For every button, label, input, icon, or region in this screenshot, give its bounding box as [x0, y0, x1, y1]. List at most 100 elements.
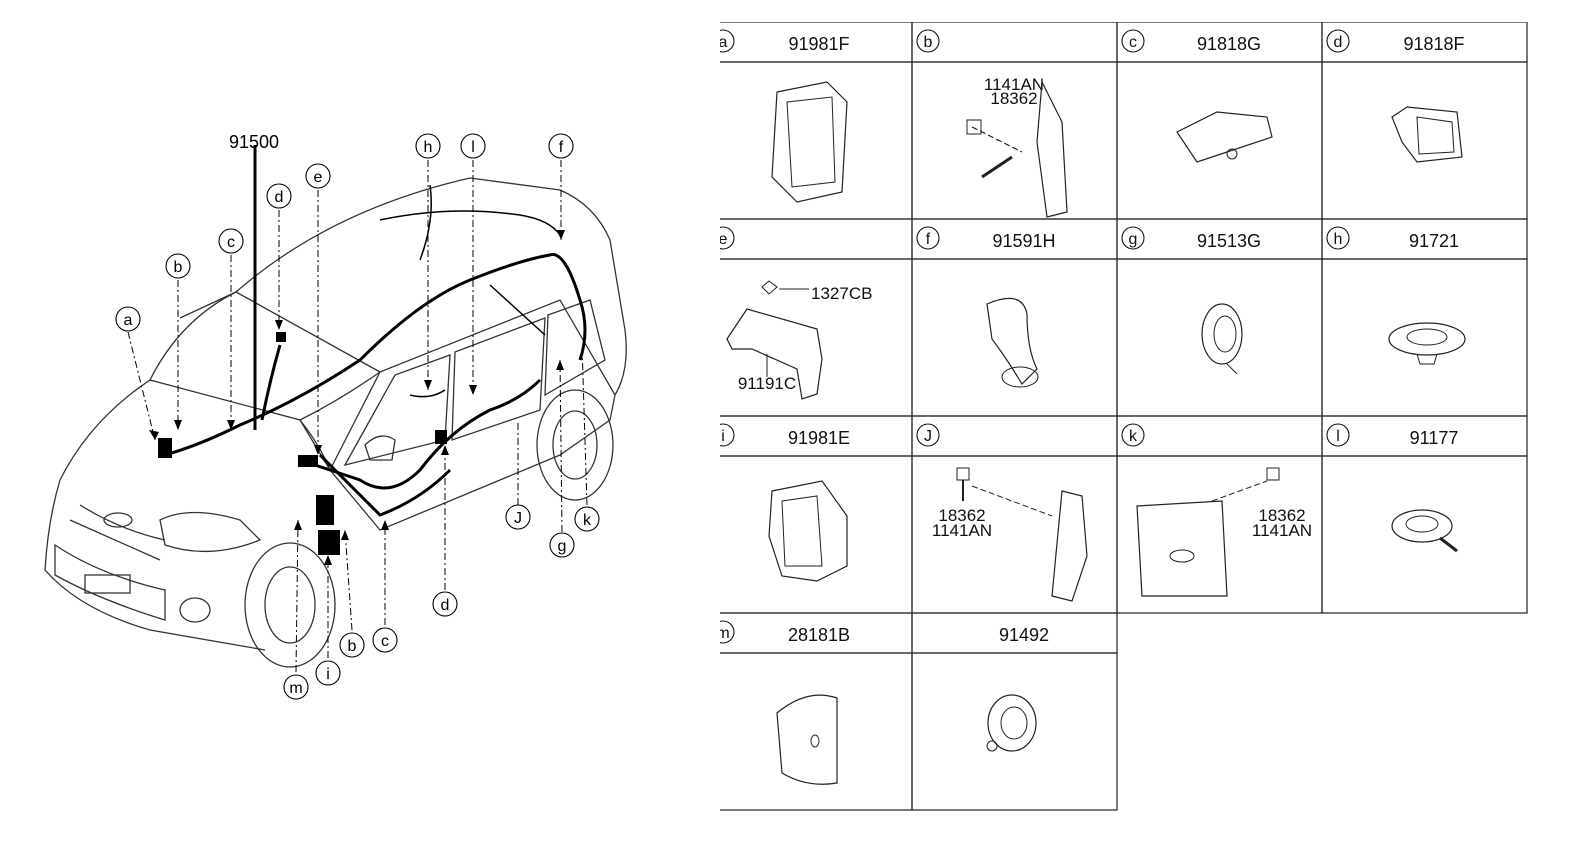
cell-letter: l — [1336, 428, 1340, 445]
cell-part-number: 28181B — [788, 625, 850, 645]
callout-i: i — [315, 660, 341, 686]
callout-f: f — [548, 133, 574, 159]
callout-l: l — [460, 133, 486, 159]
callout-g: g — [549, 532, 575, 558]
svg-text:l: l — [471, 139, 475, 156]
cell-body-box — [720, 61, 913, 220]
cell-sub-part-number: 18362 — [1258, 506, 1305, 525]
cell-body-box — [911, 258, 1118, 417]
callout-d-bottom: d — [432, 591, 458, 617]
cell-part-number: 91513G — [1197, 231, 1261, 251]
callout-bubbles: a b c d e h l f J k g d c b i m — [115, 133, 600, 700]
cell-letter: b — [924, 34, 933, 51]
cell-letter: e — [720, 231, 728, 248]
cell-header-box — [911, 22, 1118, 63]
car-body-outline — [44, 177, 627, 668]
svg-text:J: J — [514, 510, 522, 527]
callout-c-top: c — [218, 228, 244, 254]
cell-body-box — [720, 652, 913, 811]
cell-body-box — [1321, 61, 1528, 220]
cell-letter-circle — [720, 423, 735, 447]
cell-letter-circle — [916, 423, 940, 447]
svg-text:i: i — [326, 666, 330, 683]
cell-letter: i — [721, 428, 725, 445]
svg-text:b: b — [348, 638, 357, 655]
svg-text:d: d — [275, 189, 284, 206]
part-cell-e: e 1327CB 91191C — [720, 218, 913, 417]
cell-sub-part-number: 18362 — [990, 89, 1037, 108]
callout-d-top: d — [266, 183, 292, 209]
wiring-branches — [379, 184, 561, 398]
cell-body-box — [911, 652, 1118, 811]
svg-text:f: f — [559, 139, 564, 156]
cell-body-box — [1116, 258, 1323, 417]
cell-letter-circle — [1121, 226, 1145, 250]
svg-text:c: c — [381, 633, 389, 650]
callout-b-bottom: b — [339, 632, 365, 658]
part-cell-d: d 91818F — [1321, 22, 1528, 220]
svg-text:a: a — [124, 312, 133, 329]
main-part-number: 91500 — [229, 132, 279, 152]
cell-letter-circle — [720, 226, 735, 250]
part-cell-l: l 91177 — [1321, 415, 1528, 614]
cell-letter-circle — [720, 620, 735, 644]
callout-k: k — [574, 506, 600, 532]
callout-b-top: b — [165, 253, 191, 279]
part-cell-g: g 91513G — [1116, 218, 1323, 417]
callout-m: m — [283, 674, 309, 700]
cell-sub-part-number: 1141AN — [932, 521, 992, 540]
cell-sub-part-number: 18362 — [938, 506, 985, 525]
cell-part-number: 91981F — [788, 34, 849, 54]
cell-sub-part-number: 1141AN — [1252, 521, 1312, 540]
cell-part-number: 91177 — [1410, 428, 1459, 448]
cell-letter-circle — [1326, 226, 1350, 250]
cell-letter-circle — [916, 226, 940, 250]
callout-leaders — [127, 160, 588, 673]
cell-sub-part-number: 1141AN — [984, 75, 1044, 94]
cell-letter: a — [720, 34, 728, 51]
leader-arrowheads — [149, 230, 565, 565]
callout-e: e — [305, 163, 331, 189]
cell-header-box — [911, 415, 1118, 457]
cell-part-number: 91492 — [999, 625, 1049, 645]
cell-letter: d — [1334, 34, 1343, 51]
cell-letter-circle — [1121, 423, 1145, 447]
cell-part-number: 91818F — [1403, 34, 1464, 54]
cell-letter: g — [1129, 231, 1138, 248]
svg-text:g: g — [558, 538, 567, 555]
cell-body-box — [720, 455, 913, 614]
cell-letter: J — [924, 428, 932, 445]
svg-text:k: k — [583, 512, 592, 529]
cell-part-number: 91721 — [1409, 231, 1459, 251]
cell-header-box — [1116, 415, 1323, 457]
cell-letter-circle — [1326, 423, 1350, 447]
callout-c-bottom: c — [372, 627, 398, 653]
cell-sub-part-number: 1327CB — [811, 284, 872, 303]
cell-letter: h — [1334, 231, 1343, 248]
connectors — [158, 332, 447, 555]
svg-text:b: b — [174, 259, 183, 276]
vehicle-harness-diagram: 91500 a b c — [44, 132, 627, 700]
cell-header-box — [720, 218, 913, 260]
part-cell-a: a 91981F — [720, 22, 913, 220]
cell-letter-circle — [720, 29, 735, 53]
svg-text:e: e — [314, 169, 323, 186]
part-cell-unlabeled: 91492 — [911, 612, 1118, 811]
part-cell-h: h 91721 — [1321, 218, 1528, 417]
callout-J: J — [505, 504, 531, 530]
callout-a: a — [115, 306, 141, 332]
svg-text:d: d — [441, 597, 450, 614]
cell-letter: f — [926, 231, 931, 248]
cell-body-box — [1116, 61, 1323, 220]
cell-letter-circle — [916, 29, 940, 53]
cell-sub-part-number: 91191C — [738, 374, 796, 393]
wiring-harness — [164, 145, 587, 517]
cell-letter-circle — [1326, 29, 1350, 53]
cell-letter-circle — [1121, 29, 1145, 53]
